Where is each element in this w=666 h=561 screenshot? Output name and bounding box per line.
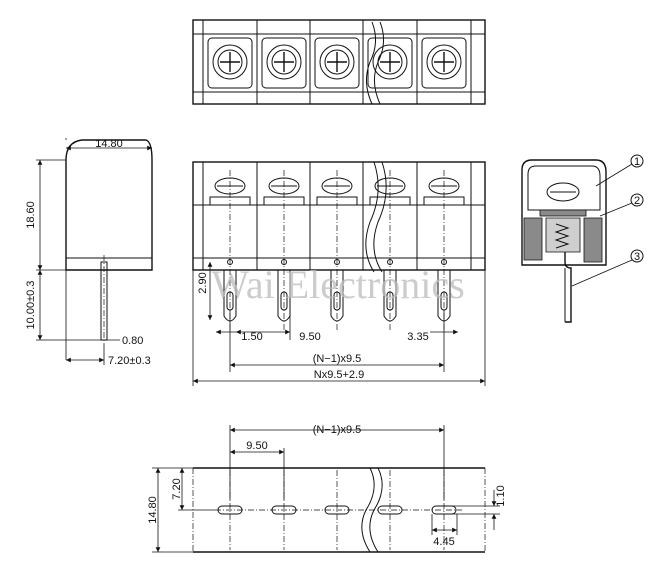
callout-3: 3 (634, 251, 640, 263)
screw-head (319, 44, 355, 80)
top-screw-pocket (207, 37, 253, 89)
pin-hole (227, 259, 233, 265)
screw-ring (431, 49, 457, 75)
dim-pin-right-edge: 3.35 (407, 331, 428, 343)
front-view (192, 161, 486, 386)
screw-ring (271, 49, 297, 75)
pin-hole (281, 259, 287, 265)
dim-span-bottom: (N−1)x9.5 (313, 424, 362, 436)
pin-lead (383, 270, 397, 322)
pin-hole (334, 259, 340, 265)
screw-head (426, 44, 462, 80)
dim-pin-thickness: 0.80 (122, 335, 143, 347)
top-screw-pocket (314, 37, 360, 89)
screw-head (372, 44, 408, 80)
dim-pin-length-side: 10.00±0.3 (25, 281, 37, 330)
screw-head (266, 44, 302, 80)
pin-slot (280, 291, 288, 311)
dim-slot-width: 1.10 (495, 485, 507, 506)
pin-hole (441, 259, 447, 265)
top-view (192, 19, 486, 105)
dim-pin-offset-side: 7.20±0.3 (108, 355, 151, 367)
dim-width-side: 14.80 (95, 138, 123, 150)
screw-ring (217, 49, 243, 75)
screw-slot (434, 52, 454, 72)
top-screw-pocket (421, 37, 467, 89)
bottom-view (152, 425, 500, 553)
section-view (521, 154, 644, 323)
screw-slot (327, 52, 347, 72)
dim-pin-edge: 1.50 (241, 331, 262, 343)
screw-slot (274, 52, 294, 72)
dim-row-offset-bottom: 7.20 (171, 478, 183, 499)
dim-pin-tip-height: 2.90 (197, 272, 209, 293)
pin-lead (330, 270, 344, 322)
dim-height-side: 18.60 (25, 201, 37, 229)
side-view (36, 138, 153, 365)
dim-total-front: Nx9.5+2.9 (314, 369, 364, 381)
pin-slot (386, 291, 394, 311)
screw-ring (324, 49, 350, 75)
dim-pitch-bottom: 9.50 (246, 440, 267, 452)
watermark: Wai Electronics (211, 262, 464, 307)
top-screw-pocket (261, 37, 307, 89)
callout-1: 1 (634, 156, 640, 168)
pin-hole (387, 259, 393, 265)
pin-slot (333, 291, 341, 311)
top-screw-pocket (367, 37, 413, 89)
dim-slot-length: 4.45 (433, 536, 454, 548)
dim-span-front: (N−1)x9.5 (313, 353, 362, 365)
callout-2: 2 (634, 195, 640, 207)
dim-depth-bottom: 14.80 (147, 496, 159, 524)
screw-head (212, 44, 248, 80)
dim-pitch-front: 9.50 (299, 331, 320, 343)
screw-slot (220, 52, 240, 72)
screw-slot (380, 52, 400, 72)
